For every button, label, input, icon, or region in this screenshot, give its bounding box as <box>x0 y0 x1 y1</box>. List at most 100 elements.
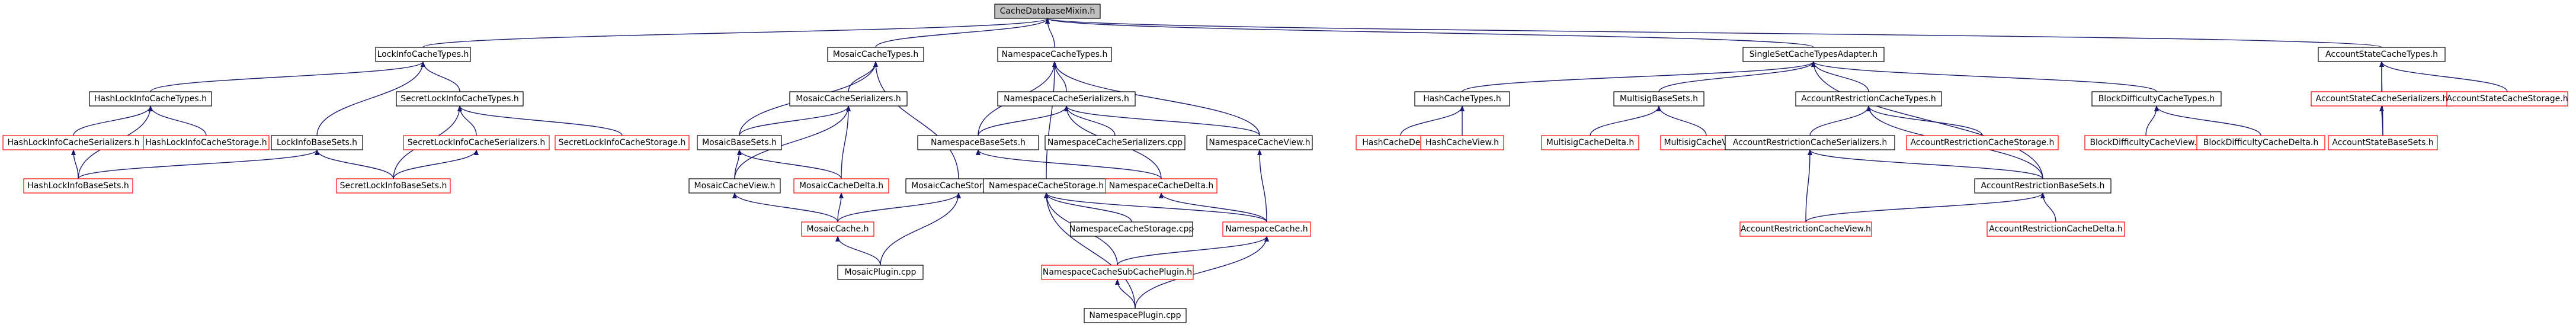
node-box <box>2311 91 2453 107</box>
node-hashlockinfocachestorage-h[interactable]: HashLockInfoCacheStorage.h <box>143 135 270 150</box>
node-label: HashCacheTypes.h <box>1423 94 1501 104</box>
node-hashlockinfobasesets-h[interactable]: HashLockInfoBaseSets.h <box>23 178 133 194</box>
dependency-edge-namespacecacheview-h-to-namespacecache-h <box>1257 149 1267 223</box>
node-blockdifficultycachetypes-h[interactable]: BlockDifficultyCacheTypes.h <box>2091 91 2222 107</box>
node-multisigbasesets-h[interactable]: MultisigBaseSets.h <box>1613 91 1704 107</box>
dependency-edge-multisigbasesets-h-to-multisigcachedelta-h <box>1590 105 1661 136</box>
node-mosaicplugin-cpp[interactable]: MosaicPlugin.cpp <box>837 265 924 280</box>
node-label: AccountRestrictionCacheDelta.h <box>1989 224 2122 234</box>
node-box <box>23 178 133 194</box>
node-label: NamespaceCacheSubCachePlugin.h <box>1043 268 1192 277</box>
node-namespacecacheserializers-cpp[interactable]: NamespaceCacheSerializers.cpp <box>1045 135 1186 150</box>
dependency-edge-secretlockinfocachetypes-h-to-secretlockinfocachestorage-h <box>457 105 623 136</box>
node-namespacecachedelta-h[interactable]: NamespaceCacheDelta.h <box>1105 178 1217 194</box>
node-label: SingleSetCacheTypesAdapter.h <box>1750 50 1878 59</box>
node-secretlockinfobasesets-h[interactable]: SecretLockInfoBaseSets.h <box>336 178 451 194</box>
node-accountrestrictioncacheview-h[interactable]: AccountRestrictionCacheView.h <box>1739 221 1872 237</box>
node-accountstatecachetypes-h[interactable]: AccountStateCacheTypes.h <box>2318 47 2446 62</box>
node-label: MosaicCacheSerializers.h <box>796 94 901 104</box>
node-singlesetcachetypesadapter-h[interactable]: SingleSetCacheTypesAdapter.h <box>1742 47 1885 62</box>
node-accountrestrictionbasesets-h[interactable]: AccountRestrictionBaseSets.h <box>1974 178 2112 194</box>
node-label: SecretLockInfoCacheSerializers.h <box>408 138 546 147</box>
node-label: MosaicBaseSets.h <box>702 138 777 147</box>
node-mosaiccache-h[interactable]: MosaicCache.h <box>801 221 874 237</box>
node-label: NamespaceCacheTypes.h <box>1002 50 1108 59</box>
node-box <box>2196 135 2325 150</box>
node-label: AccountStateCacheStorage.h <box>2446 94 2568 104</box>
node-accountstatebasesets-h[interactable]: AccountStateBaseSets.h <box>2328 135 2438 150</box>
dependency-edge-accountrestrictionbasesets-h-to-accountrestrictioncacheview-h <box>1805 192 2045 223</box>
node-mosaiccachetypes-h[interactable]: MosaicCacheTypes.h <box>827 47 924 62</box>
node-box <box>403 135 550 150</box>
node-box <box>555 135 690 150</box>
edges-layer <box>71 18 2508 309</box>
node-box <box>1222 221 1311 237</box>
node-label: BlockDifficultyCacheDelta.h <box>2203 138 2319 147</box>
dependency-edge-accountstatecachetypes-h-to-accountstatecachestorage-h <box>2379 61 2508 92</box>
node-secretlockinfocachetypes-h[interactable]: SecretLockInfoCacheTypes.h <box>396 91 524 107</box>
dependency-edge-namespacecacheserializers-h-to-namespacebasesets-h <box>978 105 1069 136</box>
node-box <box>1725 135 1895 150</box>
node-accountrestrictioncachetypes-h[interactable]: AccountRestrictionCacheTypes.h <box>1795 91 1942 107</box>
node-mosaiccacheserializers-h[interactable]: MosaicCacheSerializers.h <box>789 91 908 107</box>
dependency-edge-mosaiccacheserializers-h-to-mosaicbasesets-h <box>739 105 851 136</box>
node-mosaiccacheview-h[interactable]: MosaicCacheView.h <box>688 178 781 194</box>
dependency-edge-accountrestrictionbasesets-h-to-accountrestrictioncachedelta-h <box>2040 192 2056 223</box>
dependency-edge-mosaiccachetypes-h-to-mosaiccachestorage-h <box>873 61 959 179</box>
dependency-edge-namespacecachedelta-h-to-namespacecache-h <box>1159 192 1267 223</box>
node-namespacecache-h[interactable]: NamespaceCache.h <box>1222 221 1311 237</box>
node-label: NamespaceCacheSerializers.h <box>1004 94 1129 104</box>
node-blockdifficultycachedelta-h[interactable]: BlockDifficultyCacheDelta.h <box>2196 135 2325 150</box>
node-accountstatecacheserializers-h[interactable]: AccountStateCacheSerializers.h <box>2311 91 2453 107</box>
node-box <box>801 221 874 237</box>
node-label: HashLockInfoCacheTypes.h <box>94 94 207 104</box>
node-accountrestrictioncachestorage-h[interactable]: AccountRestrictionCacheStorage.h <box>1906 135 2059 150</box>
node-box <box>2091 91 2222 107</box>
node-box <box>1906 135 2059 150</box>
node-namespacecachestorage-h[interactable]: NamespaceCacheStorage.h <box>983 178 1110 194</box>
node-namespacecachesubcacheplugin-h[interactable]: NamespaceCacheSubCachePlugin.h <box>1041 265 1194 280</box>
node-box <box>1105 178 1217 194</box>
node-lockinfocachetypes-h[interactable]: LockInfoCacheTypes.h <box>375 47 471 62</box>
node-namespacecachetypes-h[interactable]: NamespaceCacheTypes.h <box>997 47 1112 62</box>
dependency-edge-blockdifficultycachetypes-h-to-blockdifficultycacheview-h <box>2145 105 2159 136</box>
node-secretlockinfocacheserializers-h[interactable]: SecretLockInfoCacheSerializers.h <box>403 135 550 150</box>
node-box <box>2318 47 2446 62</box>
node-label: NamespaceCacheStorage.cpp <box>1069 224 1194 234</box>
node-lockinfobasesets-h[interactable]: LockInfoBaseSets.h <box>271 135 363 150</box>
node-namespacebasesets-h[interactable]: NamespaceBaseSets.h <box>917 135 1039 150</box>
node-box <box>336 178 451 194</box>
node-namespacecacheserializers-h[interactable]: NamespaceCacheSerializers.h <box>997 91 1136 107</box>
node-box <box>1742 47 1885 62</box>
node-multisigcachedelta-h[interactable]: MultisigCacheDelta.h <box>1541 135 1639 150</box>
node-mosaicbasesets-h[interactable]: MosaicBaseSets.h <box>697 135 782 150</box>
node-label: HashLockInfoBaseSets.h <box>27 181 129 191</box>
node-hashcacheview-h[interactable]: HashCacheView.h <box>1420 135 1504 150</box>
node-box <box>688 178 781 194</box>
node-box <box>271 135 363 150</box>
node-accountstatecachestorage-h[interactable]: AccountStateCacheStorage.h <box>2446 91 2568 107</box>
node-box <box>793 178 889 194</box>
node-box <box>2084 135 2207 150</box>
dependency-edge-lockinfobasesets-h-to-secretlockinfobasesets-h <box>315 149 394 179</box>
dependency-edge-mosaiccachestorage-h-to-mosaiccache-h <box>837 192 961 223</box>
dependency-edge-singlesetcachetypesadapter-h-to-multisigbasesets-h <box>1658 61 1816 92</box>
node-accountrestrictioncacheserializers-h[interactable]: AccountRestrictionCacheSerializers.h <box>1725 135 1895 150</box>
node-hashlockinfocacheserializers-h[interactable]: HashLockInfoCacheSerializers.h <box>2 135 145 150</box>
node-blockdifficultycacheview-h[interactable]: BlockDifficultyCacheView.h <box>2084 135 2207 150</box>
node-cachedatabasemixin-h[interactable]: CacheDatabaseMixin.h <box>994 4 1101 19</box>
node-mosaiccachedelta-h[interactable]: MosaicCacheDelta.h <box>793 178 889 194</box>
node-namespacecachestorage-cpp[interactable]: NamespaceCacheStorage.cpp <box>1069 221 1194 237</box>
dependency-edge-namespacecachestorage-h-to-namespaceplugin-cpp <box>1044 192 1136 309</box>
node-box <box>1613 91 1704 107</box>
node-label: AccountRestrictionCacheView.h <box>1741 224 1871 234</box>
node-hashlockinfocachetypes-h[interactable]: HashLockInfoCacheTypes.h <box>89 91 212 107</box>
node-label: LockInfoBaseSets.h <box>277 138 357 147</box>
node-hashcachetypes-h[interactable]: HashCacheTypes.h <box>1414 91 1510 107</box>
node-namespacecacheview-h[interactable]: NamespaceCacheView.h <box>1206 135 1313 150</box>
node-namespaceplugin-cpp[interactable]: NamespacePlugin.cpp <box>1084 308 1187 323</box>
node-accountrestrictioncachedelta-h[interactable]: AccountRestrictionCacheDelta.h <box>1987 221 2125 237</box>
node-secretlockinfocachestorage-h[interactable]: SecretLockInfoCacheStorage.h <box>555 135 690 150</box>
dependency-edge-singlesetcachetypesadapter-h-to-blockdifficultycachetypes-h <box>1811 61 2157 92</box>
